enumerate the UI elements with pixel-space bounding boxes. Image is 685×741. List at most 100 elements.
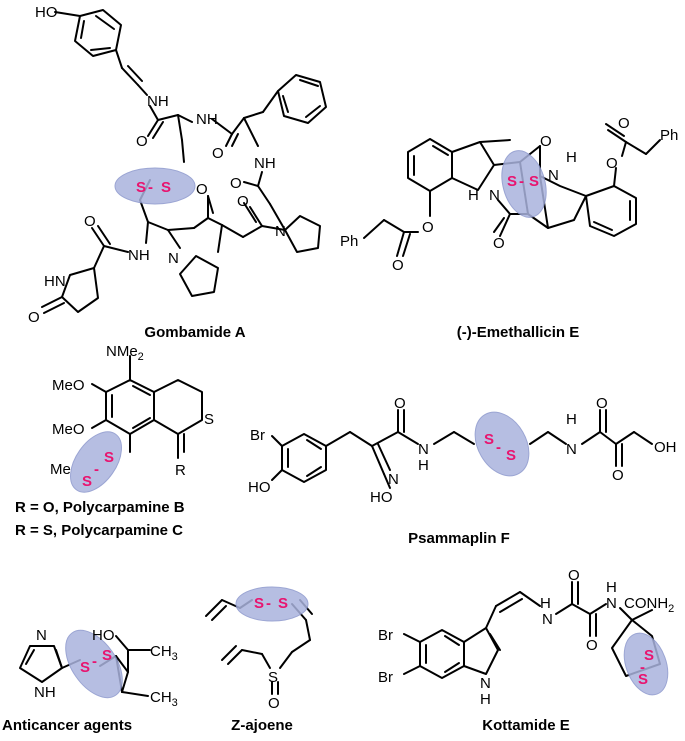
gombamide-o-4: O	[237, 193, 249, 210]
kottamide-e-name: Kottamide E	[482, 717, 570, 734]
emethallicin-disulfide-dash: -	[519, 173, 524, 190]
gombamide-n-1: N	[275, 223, 286, 240]
z-ajoene-name: Z-ajoene	[231, 717, 293, 734]
anticancer-agents-name: Anticancer agents	[2, 717, 132, 734]
gombamide-a-name: Gombamide A	[144, 324, 245, 341]
gombamide-o-3: O	[230, 175, 242, 192]
emethallicin-h-1: H	[468, 187, 479, 204]
kottamide-amide-h-2: H	[606, 579, 617, 596]
kottamide-e-structure: S - S Br Br N H O O H N H N CONH2 Kottam…	[378, 567, 674, 734]
ajoene-disulfide-dash: -	[266, 595, 271, 612]
emethallicin-o-3: O	[540, 133, 552, 150]
kottamide-amide-n-2: N	[606, 595, 617, 612]
gombamide-nh-2: NH	[196, 111, 218, 128]
kottamide-conh2-subscript: 2	[668, 603, 674, 615]
psammaplin-f-name: Psammaplin F	[408, 530, 510, 547]
ajoene-sulfoxide-o: O	[268, 695, 280, 712]
gombamide-n-2: N	[168, 250, 179, 267]
emethallicin-o-1: O	[618, 115, 630, 132]
anticancer-n: N	[36, 627, 47, 644]
gombamide-nh-3: NH	[254, 155, 276, 172]
psammaplin-amide-n-1: N	[418, 441, 429, 458]
kottamide-o-1: O	[568, 567, 580, 584]
polycarpamine-ring-s: S	[204, 411, 214, 428]
kottamide-sulfur-2: S	[638, 671, 648, 688]
polycarpamine-nme2-subscript: 2	[138, 351, 144, 363]
psammaplin-amide-h-2: H	[566, 411, 577, 428]
gombamide-disulfide-dash: -	[148, 179, 153, 196]
emethallicin-n-1: N	[489, 187, 500, 204]
kottamide-amide-n-1: N	[542, 611, 553, 628]
anticancer-ch3-b: CH3	[150, 689, 178, 709]
psammaplin-oh: OH	[654, 439, 677, 456]
kottamide-br-2: Br	[378, 669, 393, 686]
ajoene-sulfoxide-s: S	[268, 669, 278, 686]
emethallicin-e-name: (-)-Emethallicin E	[457, 324, 580, 341]
polycarpamine-r: R	[175, 462, 186, 479]
gombamide-a-structure: S - S HO NH NH NH NH N N O O O O O O O H…	[28, 4, 327, 341]
gombamide-o-1: O	[136, 133, 148, 150]
anticancer-disulfide-dash: -	[92, 653, 97, 670]
emethallicin-n-2: N	[548, 167, 559, 184]
emethallicin-e-structure: S - S O O O O O O H H N N Ph Ph (-)-Emet…	[340, 115, 678, 341]
emethallicin-sulfur-2: S	[529, 173, 539, 190]
polycarpamine-disulfide-highlight	[70, 431, 122, 493]
emethallicin-ph-2: Ph	[660, 127, 678, 144]
gombamide-nh-4: NH	[128, 247, 150, 264]
psammaplin-o-1: O	[394, 395, 406, 412]
gombamide-nh-1: NH	[147, 93, 169, 110]
emethallicin-h-2: H	[566, 149, 577, 166]
emethallicin-disulfide-highlight	[501, 150, 547, 218]
anticancer-ho: HO	[92, 627, 115, 644]
emethallicin-o-2: O	[606, 155, 618, 172]
psammaplin-f-structure: S - S Br HO O O O N HO N H N H OH Psamma…	[248, 395, 677, 547]
gombamide-o-7: O	[28, 309, 40, 326]
psammaplin-sulfur-1: S	[484, 431, 494, 448]
polycarpamine-nme2: NMe2	[106, 343, 144, 363]
anticancer-sulfur-1: S	[80, 659, 90, 676]
gombamide-o-5: O	[196, 181, 208, 198]
kottamide-indole-h: H	[480, 691, 491, 708]
emethallicin-ph-1: Ph	[340, 233, 358, 250]
psammaplin-o-3: O	[612, 467, 624, 484]
anticancer-agents-structure: S - S N NH HO CH3 CH3 Anticancer agents	[2, 627, 178, 734]
gombamide-disulfide-highlight	[114, 167, 196, 205]
kottamide-indole-n: N	[480, 675, 491, 692]
kottamide-disulfide-highlight	[623, 632, 669, 696]
ajoene-sulfur-1: S	[254, 595, 264, 612]
psammaplin-disulfide-highlight	[474, 411, 530, 477]
polycarpamine-meo-2: MeO	[52, 421, 85, 438]
polycarpamine-me: Me	[50, 461, 71, 478]
kottamide-amide-h-1: H	[540, 595, 551, 612]
anticancer-disulfide-highlight	[65, 629, 123, 699]
polycarpamine-structure: S - S NMe2 MeO MeO S Me R R = O, Polycar…	[15, 343, 214, 539]
psammaplin-disulfide-dash: -	[496, 439, 501, 456]
emethallicin-o-4: O	[493, 235, 505, 252]
emethallicin-o-6: O	[392, 257, 404, 274]
kottamide-conh2: CONH2	[624, 595, 674, 615]
polycarpamine-sulfur-1: S	[104, 449, 114, 466]
emethallicin-o-5: O	[422, 219, 434, 236]
gombamide-hn: HN	[44, 273, 66, 290]
kottamide-sulfur-1: S	[644, 647, 654, 664]
emethallicin-sulfur-1: S	[507, 173, 517, 190]
gombamide-sulfur-2: S	[161, 179, 171, 196]
kottamide-o-2: O	[586, 637, 598, 654]
polycarpamine-disulfide-dash: -	[94, 461, 99, 478]
polycarpamine-meo-1: MeO	[52, 377, 85, 394]
polycarpamine-sulfur-2: S	[82, 473, 92, 490]
anticancer-ch3-a-subscript: 3	[172, 651, 178, 663]
psammaplin-br: Br	[250, 427, 265, 444]
psammaplin-sulfur-2: S	[506, 447, 516, 464]
psammaplin-o-2: O	[596, 395, 608, 412]
psammaplin-oxime-ho: HO	[370, 489, 393, 506]
gombamide-o-6: O	[84, 213, 96, 230]
ajoene-disulfide-highlight	[235, 586, 309, 622]
anticancer-ch3-a: CH3	[150, 643, 178, 663]
gombamide-ho: HO	[35, 4, 58, 21]
polycarpamine-b-legend: R = O, Polycarpamine B	[15, 499, 185, 516]
psammaplin-oxime-n: N	[388, 471, 399, 488]
psammaplin-ho: HO	[248, 479, 271, 496]
